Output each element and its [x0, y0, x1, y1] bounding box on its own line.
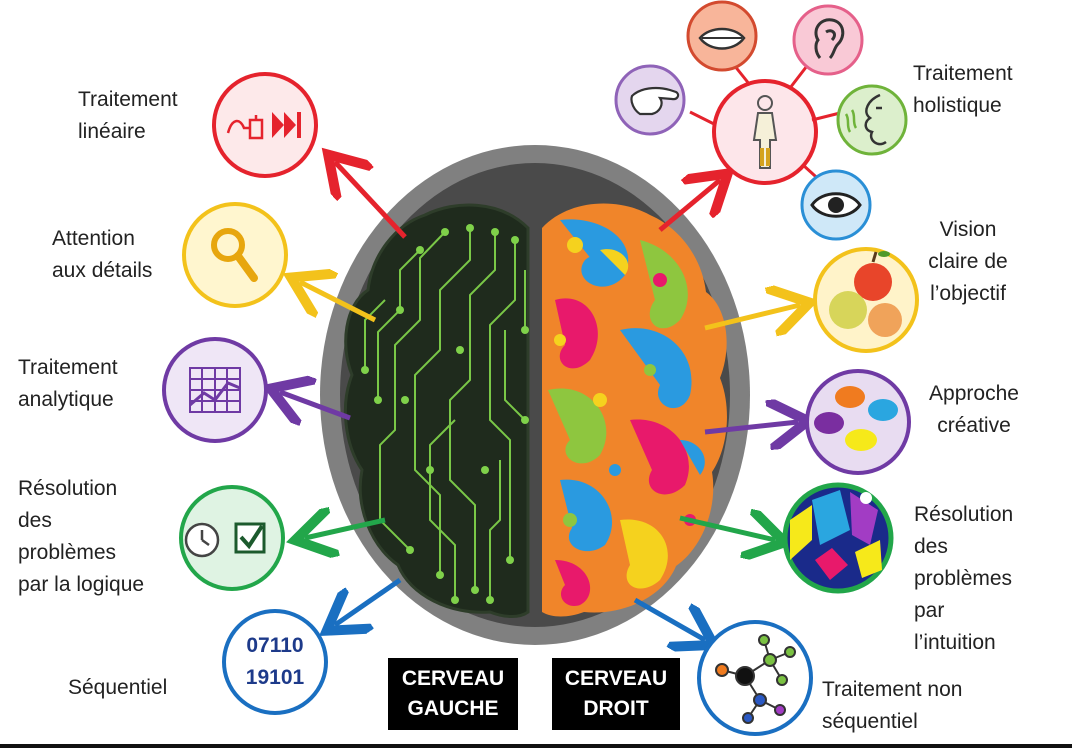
label-linear: Traitement linéaire — [78, 88, 178, 143]
label-sequential: Séquentiel — [68, 676, 168, 699]
binary-line-2: 19101 — [246, 666, 305, 689]
arrow-nonsequential — [633, 597, 705, 640]
sense-spokes — [689, 59, 841, 187]
icon-nonsequential — [697, 620, 813, 736]
label-analytic: Traitement analytique — [18, 356, 118, 411]
arrow-sequential — [335, 577, 402, 625]
sense-touch — [614, 64, 686, 136]
icon-linear — [212, 72, 318, 178]
chart-grid-icon — [189, 367, 241, 413]
arrows — [280, 162, 800, 640]
magnifier-icon — [211, 228, 258, 282]
circuit-forward-icon — [226, 115, 264, 140]
icon-intuition — [782, 482, 894, 594]
arrow-logic — [305, 520, 386, 538]
hand-touch-icon — [630, 86, 680, 116]
checkbox-icon — [234, 522, 266, 554]
sense-mouth — [686, 0, 758, 72]
arrow-analytic — [280, 392, 351, 418]
bottom-border — [0, 744, 1072, 748]
binary-digits-icon: 07110 19101 — [246, 634, 305, 689]
binary-line-1: 07110 — [246, 634, 303, 657]
label-intuition: Résolution des problèmes par l’intuition — [914, 503, 1014, 654]
arrow-details — [300, 282, 377, 323]
ear-icon — [814, 18, 845, 60]
color-swirls — [548, 219, 705, 606]
label-nonsequential: Traitement non séquentiel — [822, 678, 963, 733]
arrow-vision — [704, 305, 800, 328]
sense-smell — [836, 84, 908, 156]
right-hemisphere-colors — [542, 203, 727, 617]
arrow-creative — [704, 422, 798, 432]
eye-icon — [810, 192, 862, 218]
icon-analytic — [162, 337, 268, 443]
arrow-linear — [335, 162, 407, 239]
arrow-holistic — [658, 180, 720, 232]
label-vision: Vision claire de l’objectif — [928, 218, 1008, 305]
left-hemisphere-circuit — [343, 203, 530, 618]
mouth-icon — [698, 27, 746, 50]
fast-forward-icon — [272, 112, 301, 138]
label-details: Attention aux détails — [52, 227, 153, 282]
molecule-network-icon — [715, 634, 796, 724]
icon-details — [182, 202, 288, 308]
icon-sequential: 07110 19101 — [222, 609, 328, 715]
clock-icon — [184, 522, 220, 558]
tag-right-brain: CERVEAU DROIT — [552, 658, 680, 730]
sense-ear — [792, 4, 864, 76]
icon-logic — [179, 485, 285, 591]
label-holistic: Traitement holistique — [913, 62, 1013, 117]
label-logic: Résolution des problèmes par la logique — [18, 477, 145, 596]
icon-vision — [813, 247, 919, 353]
icon-creative — [805, 369, 911, 475]
fruit-icon — [829, 251, 902, 337]
color-blobs-icon — [814, 386, 898, 451]
human-figure-icon — [752, 95, 778, 169]
icon-holistic — [689, 59, 841, 187]
tag-left-brain: CERVEAU GAUCHE — [388, 658, 518, 730]
face-smell-icon — [844, 93, 887, 146]
arrow-intuition — [679, 518, 775, 540]
sense-eye — [800, 169, 872, 241]
label-creative: Approche créative — [929, 382, 1019, 437]
abstract-shapes-icon — [790, 490, 882, 580]
